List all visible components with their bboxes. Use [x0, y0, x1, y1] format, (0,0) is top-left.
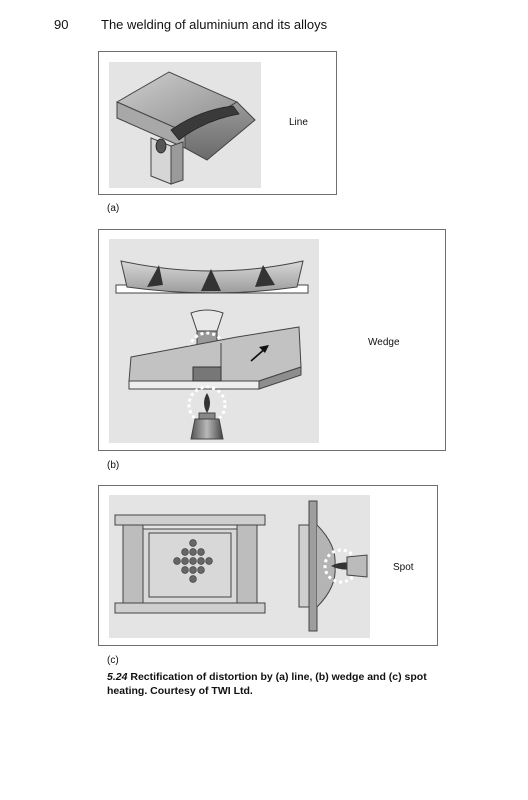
- figure-number: 5.24: [107, 671, 128, 683]
- figure-panel-a: Line: [98, 51, 337, 195]
- figure-caption: 5.24 Rectification of distortion by (a) …: [107, 670, 452, 698]
- caption-text: Rectification of distortion by (a) line,…: [107, 671, 427, 697]
- page-header: 90 The welding of aluminium and its allo…: [0, 0, 528, 40]
- running-title: The welding of aluminium and its alloys: [101, 17, 328, 32]
- wedge-heating-illustration: [109, 239, 319, 443]
- spot-heating-illustration: [109, 495, 370, 638]
- sub-label-c: (c): [107, 655, 119, 666]
- label-spot: Spot: [393, 562, 414, 573]
- label-wedge: Wedge: [368, 337, 400, 348]
- line-heating-illustration: [109, 62, 261, 188]
- label-line: Line: [289, 117, 308, 128]
- sub-label-b: (b): [107, 460, 120, 471]
- figure-panel-b: Wedge: [98, 229, 446, 451]
- sub-label-a: (a): [107, 203, 120, 214]
- page-number: 90: [54, 17, 69, 32]
- figure-panel-c: Spot: [98, 485, 438, 646]
